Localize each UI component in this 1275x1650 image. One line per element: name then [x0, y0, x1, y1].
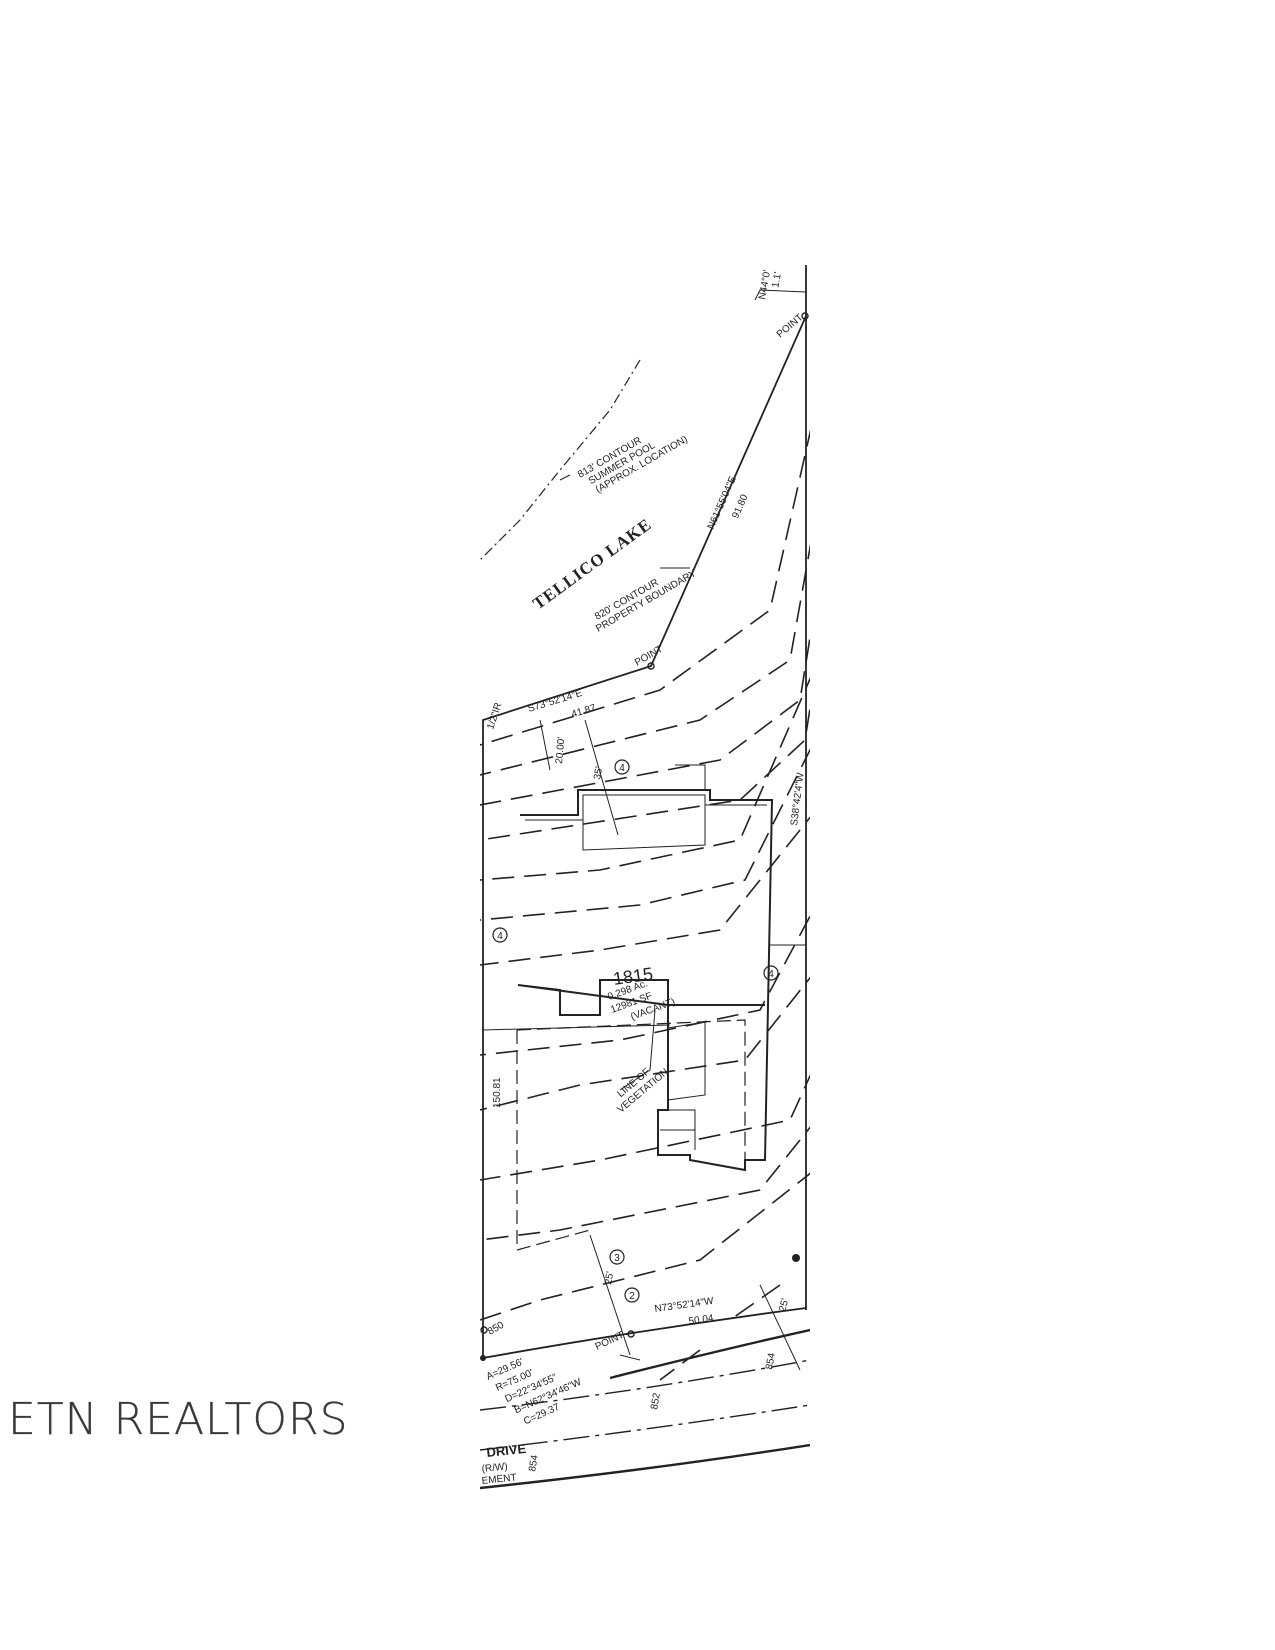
- road-name: DRIVE: [486, 1441, 527, 1460]
- contour-813-label: 813' CONTOUR SUMMER POOL (APPROX. LOCATI…: [576, 434, 690, 496]
- setback-envelope: [516, 1019, 746, 1251]
- svg-text:(R/W): (R/W): [481, 1461, 508, 1475]
- svg-text:854: 854: [764, 1352, 778, 1371]
- west-distance: 150.81: [492, 1077, 503, 1108]
- svg-text:25': 25': [603, 1271, 616, 1286]
- vegetation-label: LINE OF VEGETATION: [616, 1066, 671, 1115]
- svg-text:4: 4: [497, 931, 503, 942]
- circled-labels: 4 4 4 3 2: [492, 759, 779, 1303]
- svg-text:91.80: 91.80: [730, 493, 750, 521]
- top-bearing: N44°0' 1.1': [757, 269, 784, 300]
- curve-data: A=29.56' R=75.00' D=22°34'55" B=N62°34'4…: [485, 1357, 584, 1428]
- house-footprint: [517, 764, 774, 1172]
- south-bearing: N73°52'14"W 50.04: [654, 1296, 715, 1328]
- svg-text:35': 35': [592, 766, 605, 781]
- svg-text:25': 25': [777, 1297, 791, 1313]
- brand-watermark: ETN REALTORS: [8, 1394, 349, 1445]
- svg-text:4: 4: [768, 969, 774, 980]
- svg-text:N61°55'04"E: N61°55'04"E: [706, 475, 739, 532]
- property-boundary: [482, 315, 807, 1360]
- svg-text:1/2"IR: 1/2"IR: [485, 701, 504, 731]
- contour-lines: [480, 429, 810, 1381]
- ne-bearing: N61°55'04"E 91.80: [706, 475, 751, 532]
- svg-text:PROPERTY BOUNDARY: PROPERTY BOUNDARY: [594, 568, 698, 635]
- svg-text:N44°0': N44°0': [757, 269, 773, 300]
- svg-text:N73°52'14"W: N73°52'14"W: [654, 1296, 715, 1315]
- svg-text:854: 854: [527, 1454, 541, 1473]
- svg-text:41.87: 41.87: [570, 702, 598, 720]
- svg-text:1.1': 1.1': [770, 271, 784, 289]
- north-bearing: S73°52'14"E 41.87: [527, 688, 598, 721]
- svg-text:852: 852: [649, 1392, 663, 1411]
- svg-text:2: 2: [629, 1291, 635, 1302]
- svg-text:EMENT: EMENT: [481, 1472, 517, 1487]
- svg-text:3: 3: [614, 1253, 620, 1264]
- svg-text:50.04: 50.04: [688, 1313, 715, 1327]
- svg-text:4: 4: [619, 763, 625, 774]
- east-bearing: S38°42'4"W: [789, 771, 806, 826]
- svg-text:20.00': 20.00': [554, 736, 567, 764]
- lot-label: 1815 0.298 Ac. 12981 SF (VACANT): [606, 964, 676, 1023]
- svg-text:850: 850: [486, 1320, 506, 1338]
- road-edge-curve: [609, 1328, 810, 1380]
- svg-text:POINT: POINT: [594, 1330, 626, 1353]
